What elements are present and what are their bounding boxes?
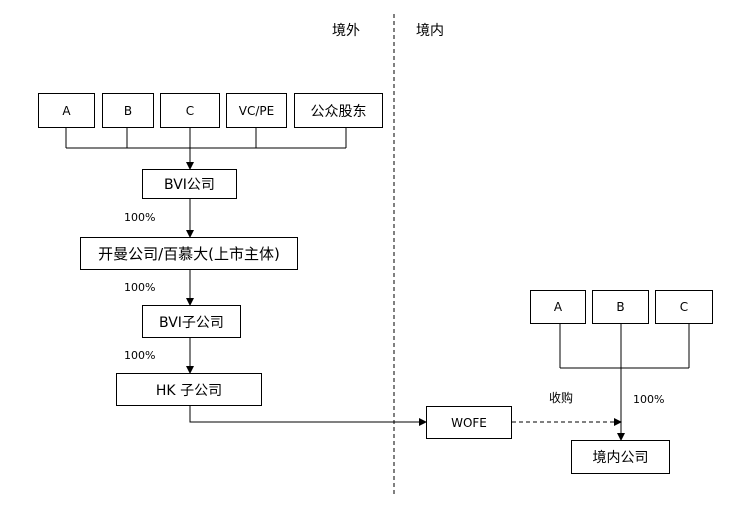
pct-bvi-sub-to-hk: 100%	[124, 349, 156, 362]
acquisition-label: 收购	[549, 391, 574, 405]
domestic-shareholder-c-box: C	[655, 290, 713, 324]
region-label-offshore: 境外	[332, 23, 360, 39]
domestic-shareholder-b-box: B	[592, 290, 649, 324]
shareholder-b-box: B	[102, 93, 154, 128]
domestic-shareholders-bracket	[559, 324, 690, 369]
shareholders-bracket	[65, 128, 347, 149]
domestic-shareholder-a-box: A	[530, 290, 586, 324]
bvi-company-box: BVI公司	[142, 169, 237, 199]
shareholder-vcpe-box: VC/PE	[226, 93, 287, 128]
pct-domestic: 100%	[633, 393, 665, 406]
pct-listed-to-bvi-sub: 100%	[124, 281, 156, 294]
hk-subsidiary-box: HK 子公司	[116, 373, 262, 406]
shareholder-a-box: A	[38, 93, 95, 128]
shareholder-public-box: 公众股东	[294, 93, 383, 128]
pct-bvi-to-listed: 100%	[124, 211, 156, 224]
domestic-company-box: 境内公司	[571, 440, 670, 474]
listed-entity-box: 开曼公司/百慕大(上市主体)	[80, 237, 298, 270]
arrow-hk-to-wofe	[189, 406, 427, 426]
shareholder-c-box: C	[160, 93, 220, 128]
bvi-subsidiary-box: BVI子公司	[142, 305, 241, 338]
region-label-onshore: 境内	[416, 23, 444, 39]
wofe-box: WOFE	[426, 406, 512, 439]
